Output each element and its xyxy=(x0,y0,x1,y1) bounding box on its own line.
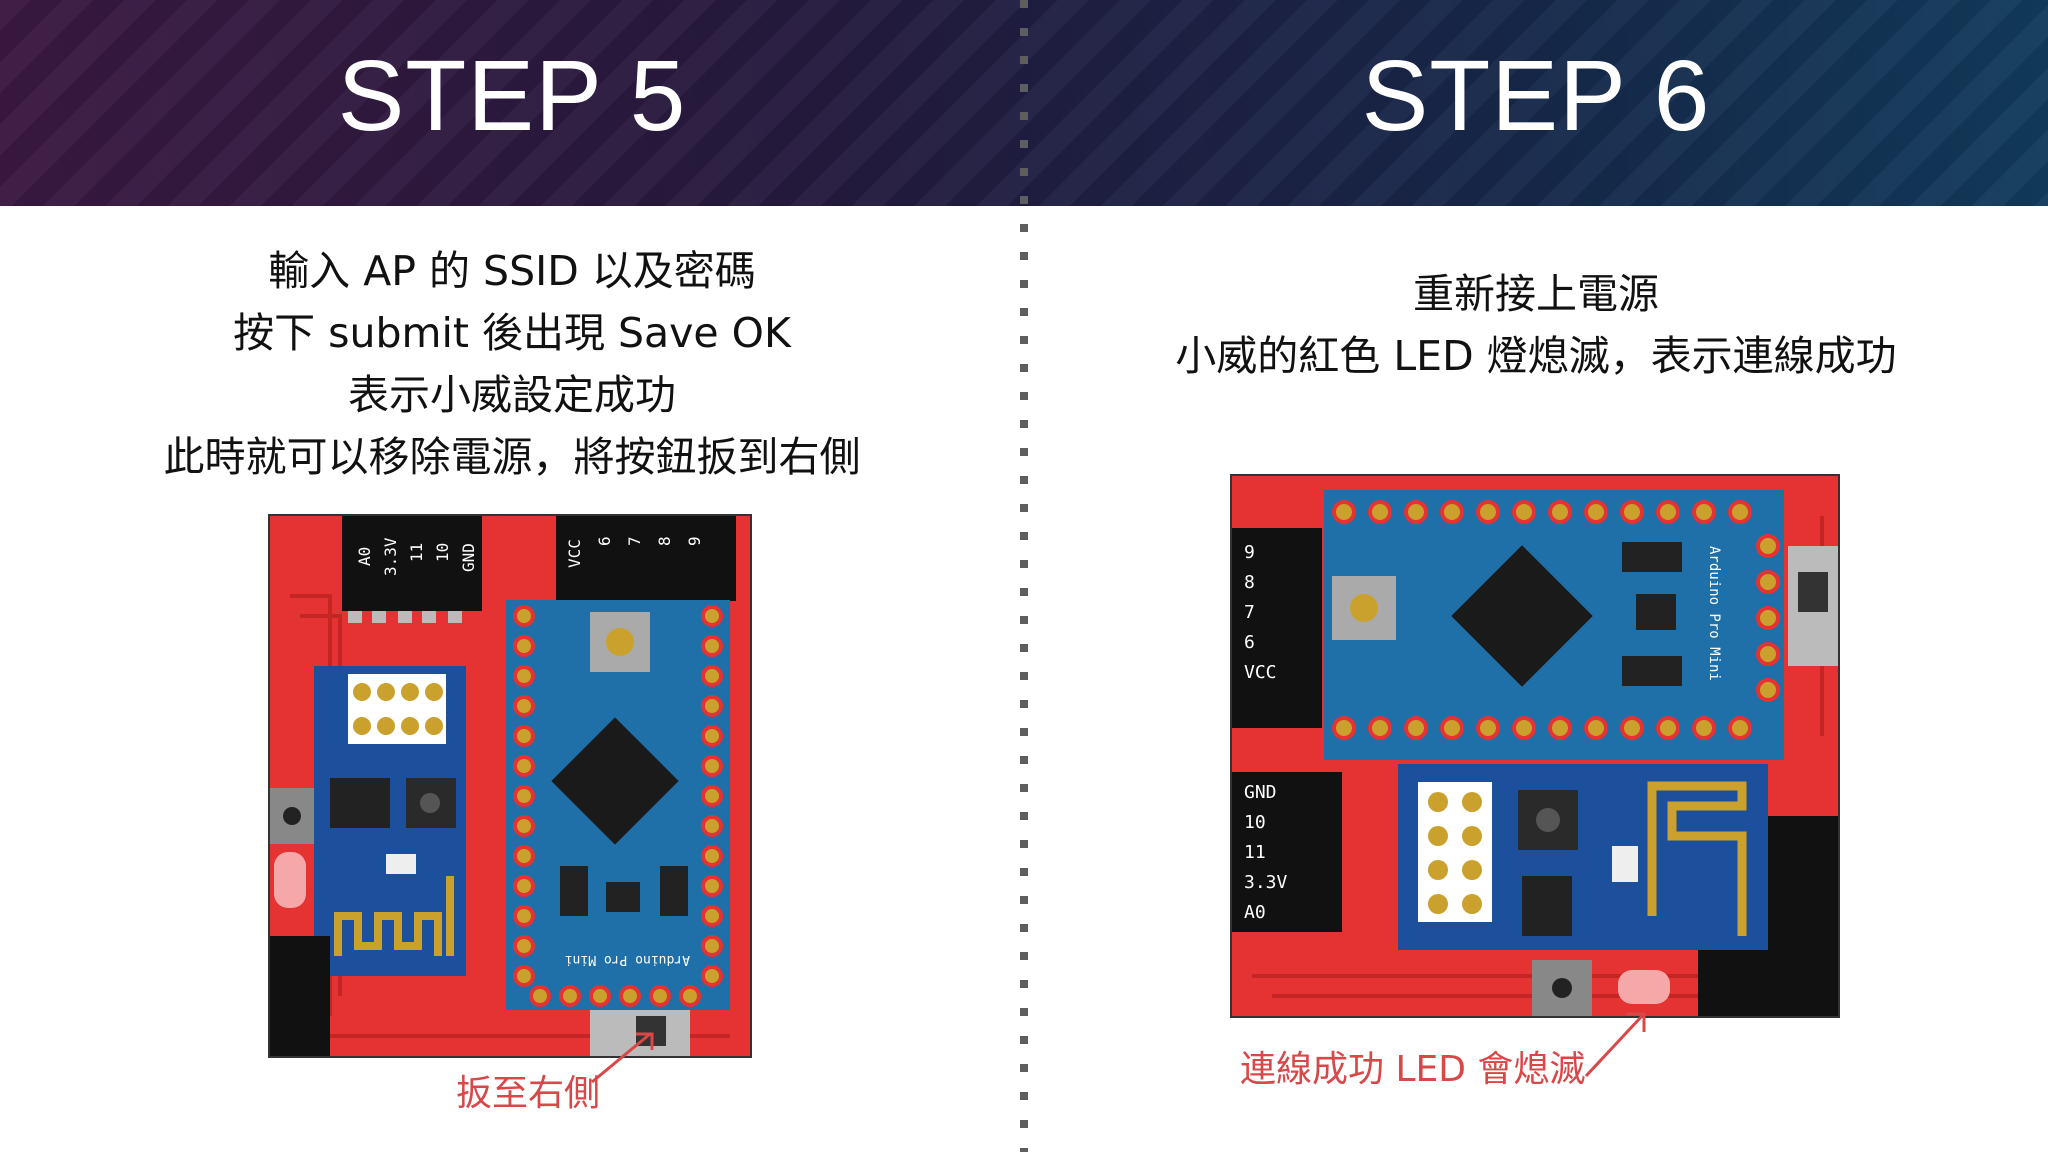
step5-line: 此時就可以移除電源，將按鈕扳到右側 xyxy=(163,433,861,481)
header-pin-label: A0 xyxy=(355,547,374,566)
header-pin-label: 6 xyxy=(595,536,614,546)
header-pin-label: 10 xyxy=(1244,812,1266,833)
step5-board-svg: A0 3.3V 11 10 GND VCC 6 7 8 9 xyxy=(270,516,750,1056)
header-pin-label: 8 xyxy=(1244,572,1255,593)
header-pin-label: 10 xyxy=(433,543,452,562)
step5-line: 按下 submit 後出現 Save OK xyxy=(233,309,791,357)
header-pin-label: GND xyxy=(459,543,478,572)
step5-line: 表示小威設定成功 xyxy=(348,371,676,419)
header-pin-label: 7 xyxy=(625,536,644,546)
step6-board-svg: 9 8 7 6 VCC GND 10 11 3.3V A0 Arduino Pr… xyxy=(1232,476,1838,1016)
header-pin-label: 3.3V xyxy=(381,537,400,576)
led xyxy=(274,852,306,908)
step5-title: STEP 5 xyxy=(337,40,687,152)
step6-caption: 連線成功 LED 會熄滅 xyxy=(1240,1049,1586,1090)
header-pin-label: 3.3V xyxy=(1244,872,1288,893)
step6-board-illustration: 9 8 7 6 VCC GND 10 11 3.3V A0 Arduino Pr… xyxy=(1230,474,1840,1018)
step5-line: 輸入 AP 的 SSID 以及密碼 xyxy=(268,247,756,295)
header-pin-label: GND xyxy=(1244,782,1277,803)
column-divider xyxy=(1020,0,1028,1152)
step6-title: STEP 6 xyxy=(1361,40,1711,152)
header-pin-label: 9 xyxy=(685,536,704,546)
board-label: Arduino Pro Mini xyxy=(565,952,690,967)
step5-caption: 扳至右側 xyxy=(456,1073,601,1114)
board-label: Arduino Pro Mini xyxy=(1706,546,1722,681)
header-pin-label: A0 xyxy=(1244,902,1266,923)
header-pin-label: 11 xyxy=(407,543,426,562)
header-pin-label: 6 xyxy=(1244,632,1255,653)
header-pin-label: 7 xyxy=(1244,602,1255,623)
step6-line: 小威的紅色 LED 燈熄滅，表示連線成功 xyxy=(1175,332,1897,380)
header-pin-label: 9 xyxy=(1244,542,1255,563)
step6-instructions: 重新接上電源 小威的紅色 LED 燈熄滅，表示連線成功 xyxy=(1024,263,2048,387)
step6-arrow-icon xyxy=(1584,1012,1646,1078)
step5-board-illustration: A0 3.3V 11 10 GND VCC 6 7 8 9 xyxy=(268,514,752,1058)
step6-line: 重新接上電源 xyxy=(1413,270,1659,318)
step5-instructions: 輸入 AP 的 SSID 以及密碼 按下 submit 後出現 Save OK … xyxy=(0,240,1024,488)
header-pin-label: 8 xyxy=(655,536,674,546)
step5-arrow-icon xyxy=(591,1032,654,1084)
led xyxy=(1618,970,1670,1004)
header-pin-label: 11 xyxy=(1244,842,1266,863)
header-pin-label: VCC xyxy=(565,539,584,568)
header-pin-label: VCC xyxy=(1244,662,1277,683)
